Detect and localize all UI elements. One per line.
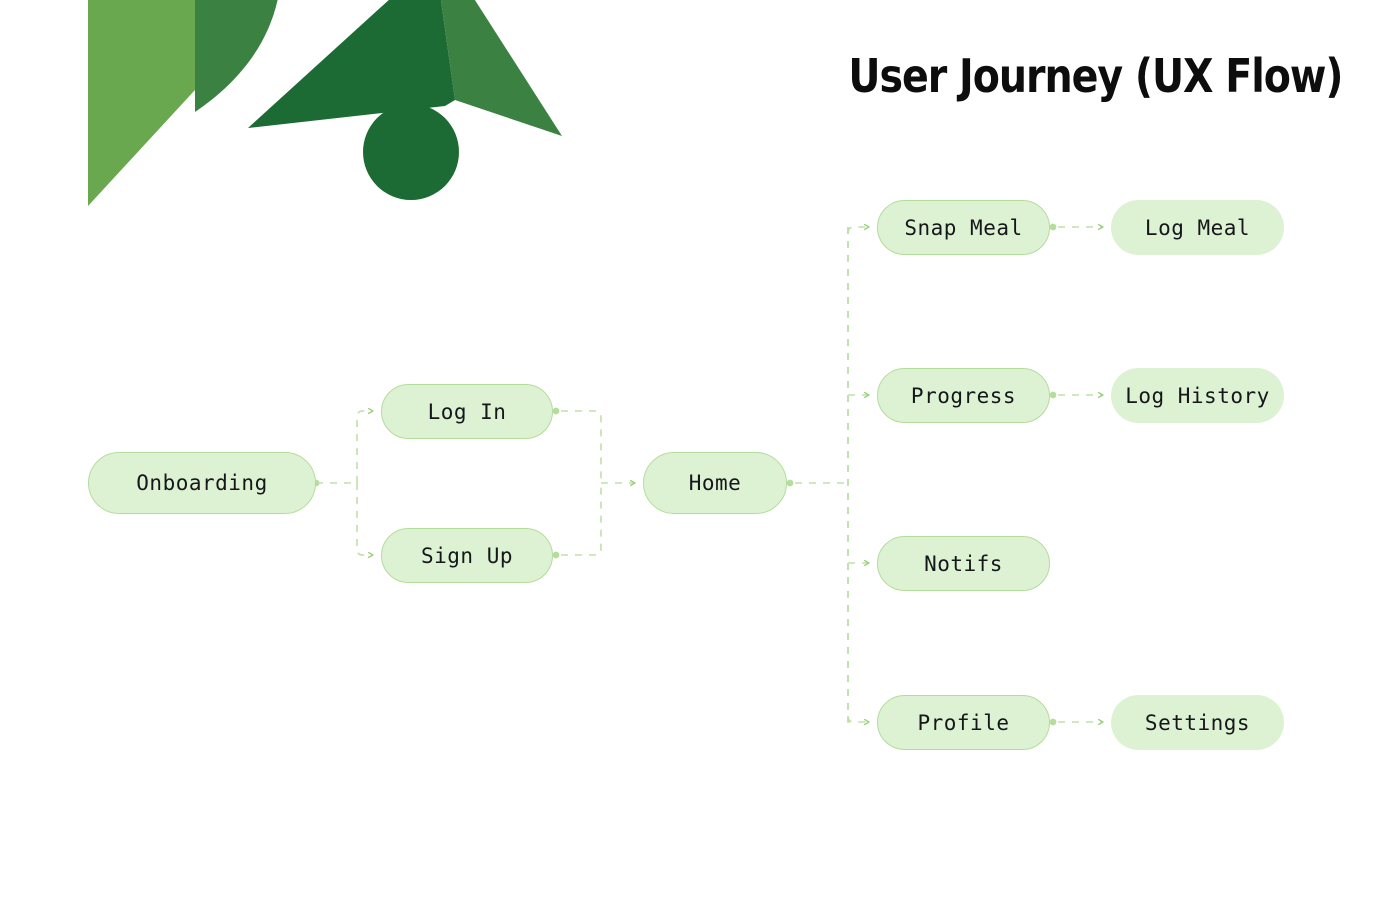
dot-login: [552, 407, 560, 415]
dark-green-circle-shape: [363, 104, 459, 200]
node-notifs[interactable]: Notifs: [877, 536, 1050, 591]
mid-green-chevron-right-wing-shape: [440, 0, 562, 136]
page-title: User Journey (UX Flow): [848, 49, 1343, 103]
edge-login-merge: [561, 410, 602, 483]
node-settings-label: Settings: [1144, 710, 1251, 735]
node-log-meal[interactable]: Log Meal: [1111, 200, 1284, 255]
trunk-vertical: [847, 226, 855, 723]
edge-bus-signup: [356, 483, 374, 559]
dot-signup: [552, 551, 560, 559]
node-snap-meal-label: Snap Meal: [904, 215, 1023, 240]
edge-bus-login: [356, 407, 374, 483]
node-settings[interactable]: Settings: [1111, 695, 1284, 750]
node-progress[interactable]: Progress: [877, 368, 1050, 423]
edge-signup-merge: [561, 483, 602, 556]
node-progress-label: Progress: [910, 383, 1017, 408]
node-onboarding[interactable]: Onboarding: [88, 452, 316, 514]
node-log-history-label: Log History: [1125, 383, 1270, 408]
dot-progress: [1049, 391, 1057, 399]
dot-home: [786, 479, 794, 487]
node-profile[interactable]: Profile: [877, 695, 1050, 750]
node-log-in[interactable]: Log In: [381, 384, 553, 439]
node-home-label: Home: [688, 471, 742, 495]
node-log-meal-label: Log Meal: [1144, 215, 1251, 240]
brand-logo-svg: [88, 0, 562, 206]
dot-profile: [1049, 718, 1057, 726]
node-sign-up-label: Sign Up: [420, 543, 513, 568]
light-green-parallelogram-shape: [88, 0, 195, 206]
dark-green-chevron-left-wing-shape: [248, 0, 455, 128]
node-sign-up[interactable]: Sign Up: [381, 528, 553, 583]
node-snap-meal[interactable]: Snap Meal: [877, 200, 1050, 255]
node-log-history[interactable]: Log History: [1111, 368, 1284, 423]
node-onboarding-label: Onboarding: [136, 471, 268, 495]
edge-trunk-snap-meal: [847, 223, 870, 234]
node-notifs-label: Notifs: [924, 551, 1003, 576]
node-profile-label: Profile: [917, 710, 1010, 735]
dot-snap-meal: [1049, 223, 1057, 231]
node-log-in-label: Log In: [427, 399, 507, 424]
node-home[interactable]: Home: [643, 452, 787, 514]
edge-trunk-profile: [847, 715, 870, 726]
mid-green-wedge-shape: [195, 0, 278, 112]
brand-logo: [0, 0, 620, 230]
